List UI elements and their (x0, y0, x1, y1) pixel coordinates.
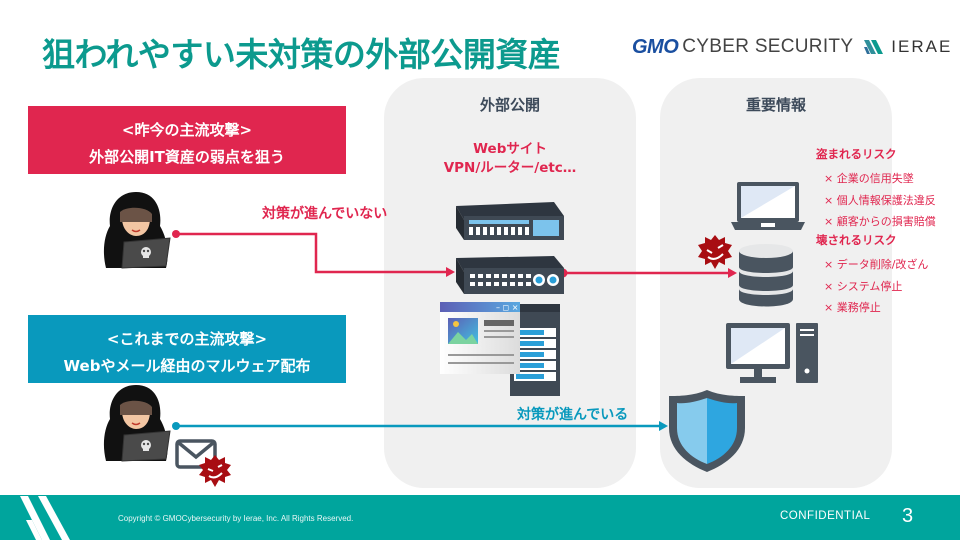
risk-item: × システム停止 (824, 279, 903, 293)
confidential-label: CONFIDENTIAL (780, 510, 871, 522)
page-number: 3 (902, 505, 914, 527)
red-attack-path (172, 230, 737, 278)
risk-item: × 企業の信用失墜 (824, 172, 914, 185)
external-assets-label: Webサイト VPN/ルーター/etc… (384, 140, 636, 178)
hacker-icon (103, 385, 171, 462)
company-logo: GMO CYBER SECURITY IERAE (632, 36, 952, 58)
email-malware-icon (175, 439, 231, 487)
slide-title: 狙われやすい未対策の外部公開資産 (42, 35, 561, 74)
copyright-text: Copyright © GMOCybersecurity by Ierae, I… (118, 514, 354, 523)
database-icon (739, 244, 793, 307)
assets-line-2: VPN/ルーター/etc… (443, 160, 577, 176)
current-attack-description: 外部公開IT資産の弱点を狙う (89, 148, 285, 166)
shield-icon (669, 390, 745, 472)
stolen-risk-section: 盗まれるリスク × 企業の信用失墜 × 個人情報保護法違反 × 顧客からの損害賠… (816, 146, 936, 233)
not-protected-label: 対策が進んでいない (262, 206, 388, 222)
footer-bar (0, 495, 960, 540)
web-server-icon: – ◻ × (440, 302, 560, 396)
logo-cyber-security-text: CYBER SECURITY (682, 36, 854, 57)
external-panel-title: 外部公開 (479, 96, 540, 114)
previous-attack-heading: <これまでの主流攻撃> (106, 330, 268, 348)
footer-stripes-icon (20, 496, 70, 540)
ierae-mark-icon (864, 40, 884, 54)
risk-item: × 個人情報保護法違反 (824, 193, 936, 207)
risk-item: × データ削除/改ざん (824, 258, 929, 271)
current-attack-heading: <昨今の主流攻撃> (121, 121, 253, 139)
assets-line-1: Webサイト (473, 141, 547, 157)
previous-attack-description: Webやメール経由のマルウェア配布 (63, 357, 311, 375)
desktop-computer-icon (726, 323, 818, 383)
svg-text:– ◻ ×: – ◻ × (496, 303, 518, 312)
risk-item: × 顧客からの損害賠償 (824, 215, 936, 228)
logo-gmo-text: GMO (632, 35, 679, 58)
important-info-panel-title: 重要情報 (745, 96, 806, 114)
hacker-icon (103, 192, 171, 269)
destroyed-risk-heading: 壊されるリスク (816, 233, 897, 247)
laptop-icon (731, 182, 805, 230)
destroyed-risk-section: 壊されるリスク × データ削除/改ざん × システム停止 × 業務停止 (816, 232, 928, 319)
risk-item: × 業務停止 (824, 301, 881, 314)
current-attack-banner: <昨今の主流攻撃> 外部公開IT資産の弱点を狙う (28, 106, 346, 174)
previous-attack-banner: <これまでの主流攻撃> Webやメール経由のマルウェア配布 (28, 315, 346, 383)
protected-label: 対策が進んでいる (517, 407, 629, 423)
network-appliance-icon (456, 202, 564, 240)
router-icon (456, 256, 564, 294)
malware-icon (698, 235, 732, 269)
logo-ierae-text: IERAE (891, 37, 953, 56)
stolen-risk-heading: 盗まれるリスク (816, 147, 897, 161)
blue-attack-path (172, 421, 668, 431)
